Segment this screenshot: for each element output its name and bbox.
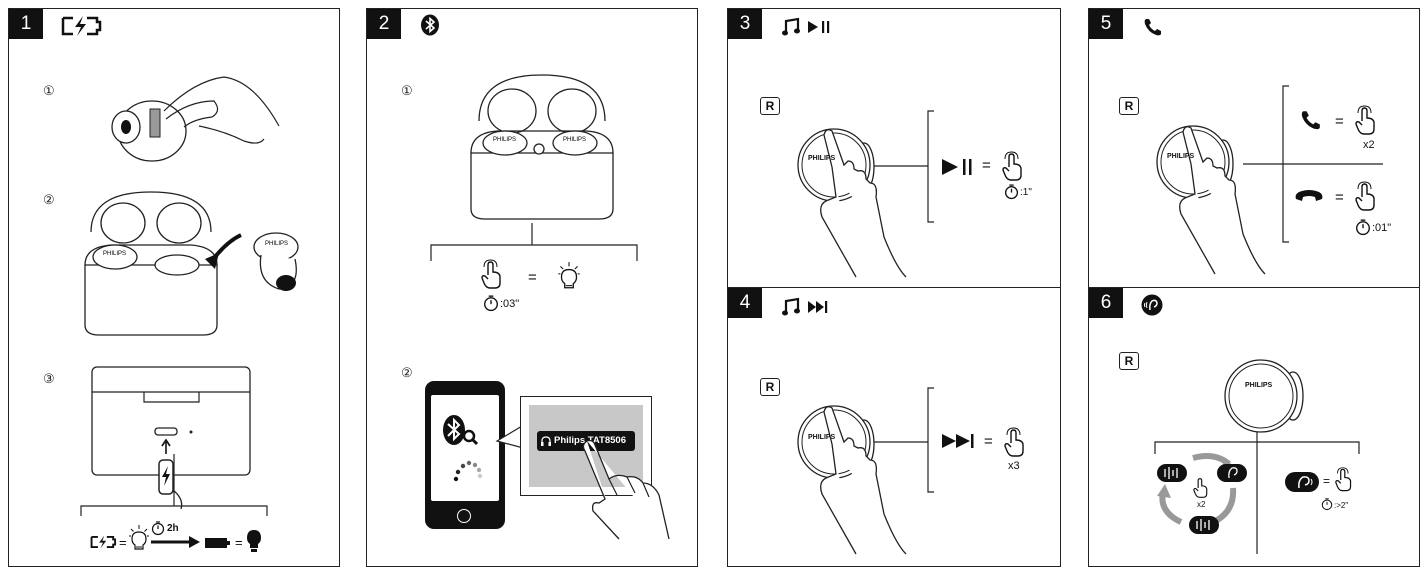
equals-sign: = — [1335, 113, 1344, 130]
step-number: 3 — [728, 9, 762, 39]
ambient-mode-badge — [1285, 472, 1319, 492]
bracket-line — [80, 454, 268, 516]
arrow-right-icon — [151, 536, 200, 548]
led-on-icon — [247, 530, 261, 552]
earbud-tap-illustration — [797, 128, 907, 278]
hold-duration-label: :03" — [500, 298, 520, 310]
answer-call-icon — [1301, 111, 1320, 130]
earbud-illustration — [1224, 359, 1304, 433]
tap-duration-label: :1" — [1020, 187, 1032, 198]
right-earbud-marker: R — [1119, 97, 1139, 115]
brand-label: PHILIPS — [808, 155, 836, 162]
charging-battery-icon — [90, 535, 117, 549]
headphones-icon — [541, 436, 551, 446]
battery-full-icon — [205, 538, 230, 548]
panel-next-track: 4 R PHILIPS = x3 — [727, 287, 1061, 567]
finger-tap-icon — [1193, 478, 1208, 498]
step-1-label: ① — [43, 83, 55, 98]
equals-sign: = — [984, 433, 993, 450]
brand-label: PHILIPS — [1167, 153, 1195, 160]
connector-line — [874, 110, 934, 223]
hand-tap-illustration — [582, 439, 670, 540]
step-number: 4 — [728, 288, 762, 318]
finger-tap-icon — [1335, 467, 1352, 492]
hold-duration-label: :01" — [1372, 222, 1392, 234]
svg-text:PHILIPS: PHILIPS — [493, 137, 516, 143]
timer-icon — [1321, 498, 1333, 511]
panel-ambient-mode: 6 R PHILIPS x2 = — [1088, 287, 1420, 567]
loading-spinner-icon — [453, 460, 483, 482]
svg-text:PHILIPS: PHILIPS — [103, 251, 126, 257]
timer-icon — [484, 295, 498, 312]
phone-illustration — [425, 381, 505, 529]
svg-text:PHILIPS: PHILIPS — [563, 137, 586, 143]
timer-icon — [151, 521, 165, 536]
finger-tap-icon — [1355, 181, 1375, 211]
panel-bluetooth-pairing: 2 ① PHILIPS PHILIPS = :03" ② — [366, 8, 698, 567]
tap-count-label: x3 — [1008, 460, 1020, 472]
timer-icon — [1004, 184, 1019, 200]
equals-sign: = — [235, 535, 243, 550]
bracket-line — [430, 223, 638, 261]
music-next-track-icon — [782, 297, 828, 316]
step-2-label: ② — [43, 192, 55, 207]
led-blink-icon — [558, 262, 580, 289]
panel-calls: 5 R PHILIPS = x2 = :01" — [1088, 8, 1420, 288]
right-earbud-marker: R — [1119, 352, 1139, 370]
callout-pointer — [495, 422, 528, 450]
split-bracket — [1243, 85, 1383, 243]
step-number: 2 — [367, 9, 401, 39]
right-earbud-marker: R — [760, 378, 780, 396]
equals-sign: = — [1335, 189, 1344, 206]
panel-play-pause: 3 R PHILIPS = :1" — [727, 8, 1061, 288]
right-earbud-marker: R — [760, 97, 780, 115]
earbud-tap-illustration — [797, 405, 907, 555]
brand-label: PHILIPS — [1245, 382, 1273, 389]
charging-battery-icon — [61, 16, 102, 36]
finger-tap-icon — [1002, 151, 1022, 181]
play-pause-icon — [942, 159, 972, 175]
bluetooth-search-icon — [443, 415, 479, 446]
finger-tap-icon — [1355, 105, 1375, 135]
led-off-icon — [129, 525, 149, 550]
earbud-remove-tab-illustration — [111, 76, 280, 162]
equals-sign: = — [1323, 474, 1331, 488]
case-insert-earbud-illustration: PHILIPS PHILIPS — [84, 191, 299, 336]
tap-count-label: x2 — [1363, 139, 1375, 151]
end-call-icon — [1295, 190, 1323, 201]
step-2-label: ② — [401, 365, 413, 380]
ambient-hearing-icon — [1141, 294, 1163, 316]
hold-duration-label: :>2" — [1334, 501, 1349, 510]
tap-count-label: x2 — [1197, 500, 1206, 509]
timer-icon — [1356, 219, 1370, 236]
panel-charging: 1 ① ② PHILIPS PHILIPS ③ — [8, 8, 340, 567]
earbud-tap-illustration — [1156, 125, 1266, 275]
charge-time-label: 2h — [167, 523, 179, 534]
step-number: 5 — [1089, 9, 1123, 39]
finger-tap-icon — [481, 259, 501, 289]
phone-screen — [431, 395, 499, 501]
equals-sign: = — [982, 157, 991, 174]
bracket-line — [1154, 432, 1360, 554]
step-number: 1 — [9, 9, 43, 39]
brand-label: PHILIPS — [808, 434, 836, 441]
step-1-label: ① — [401, 83, 413, 98]
phone-icon — [1144, 19, 1161, 36]
next-track-icon — [942, 434, 974, 448]
equals-sign: = — [528, 269, 537, 286]
bluetooth-icon — [421, 14, 439, 36]
step-number: 6 — [1089, 288, 1123, 318]
mode-cycle-diagram — [1157, 453, 1247, 534]
svg-text:PHILIPS: PHILIPS — [265, 241, 288, 247]
music-play-pause-icon — [782, 17, 830, 36]
step-3-label: ③ — [43, 371, 55, 386]
case-charging-cable-illustration — [91, 366, 251, 510]
finger-tap-icon — [1004, 427, 1024, 457]
connector-line — [874, 387, 934, 493]
home-button — [457, 509, 471, 523]
case-open-illustration: PHILIPS PHILIPS — [470, 74, 614, 220]
equals-sign: = — [119, 535, 127, 550]
